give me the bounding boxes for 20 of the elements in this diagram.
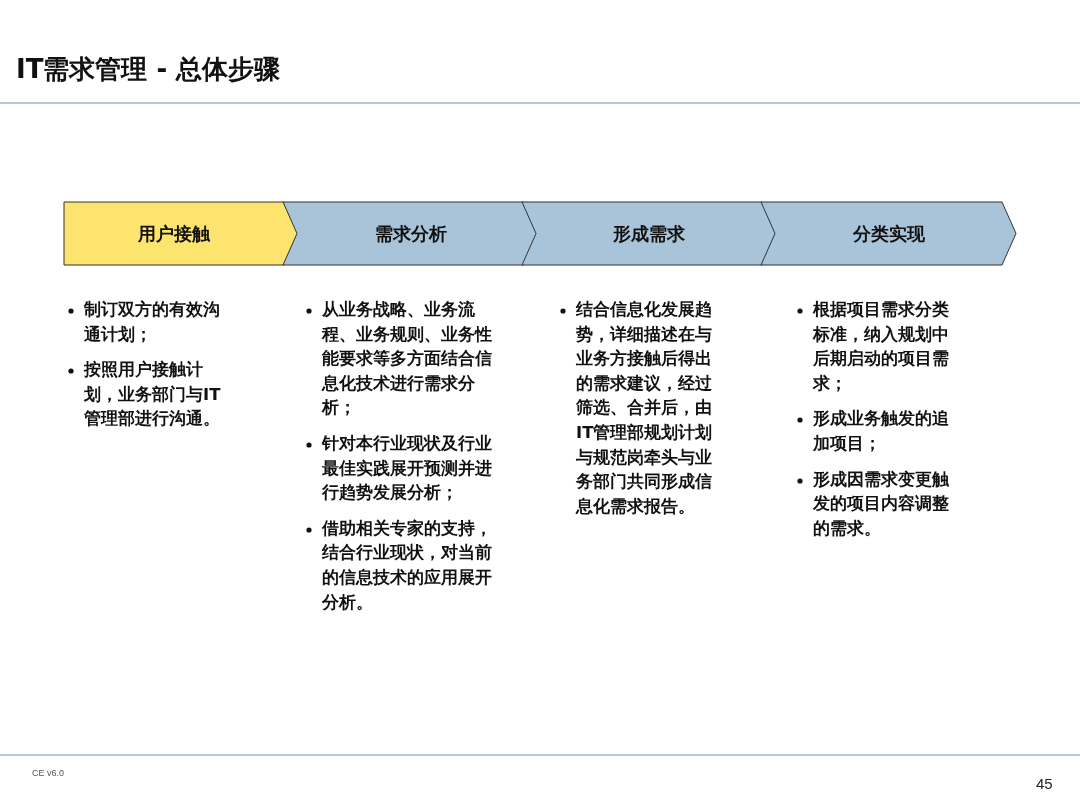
- bullet-text: 形成因需求变更触发的项目内容调整的需求。: [813, 469, 949, 538]
- chevron-step: [283, 202, 538, 265]
- bullet-text: 针对本行业现状及行业最佳实践展开预测并进行趋势发展分析；: [322, 433, 492, 503]
- bullet-text: 从业务战略、业务流程、业务规则、业务性能要求等多方面结合信息化技术进行需求分析；: [322, 300, 492, 418]
- step-label: 用户接触: [138, 221, 210, 246]
- bullet-text: 形成业务触发的追加项目；: [813, 409, 949, 453]
- version-note: CE v6.0: [32, 768, 64, 778]
- page-number: 45: [1036, 775, 1053, 792]
- bullet-text: 结合信息化发展趋势，详细描述在与业务方接触后得出的需求建议，经过筛选、合并后，由IT管理部规划计划与规范岗牵头与业务部门共同形成信息化需求报告。: [576, 300, 713, 516]
- chevron-step: [522, 202, 776, 265]
- chevron-step: [761, 202, 1016, 265]
- chevron-step: [64, 202, 298, 265]
- step-label: 分类实现: [852, 221, 925, 246]
- bullet-text: 制订双方的有效沟通计划；: [84, 300, 220, 344]
- bullet-text: 按照用户接触计划，业务部门与IT管理部进行沟通。: [84, 360, 221, 429]
- bullet-text: 借助相关专家的支持，结合行业现状，对当前的信息技术的应用展开分析。: [322, 518, 492, 612]
- bullet-text: 根据项目需求分类标准，纳入规划中后期启动的项目需求；: [813, 300, 949, 393]
- slide-title: IT需求管理 - 总体步骤: [16, 53, 281, 86]
- step-label: 形成需求: [613, 221, 685, 246]
- step-label: 需求分析: [374, 221, 447, 246]
